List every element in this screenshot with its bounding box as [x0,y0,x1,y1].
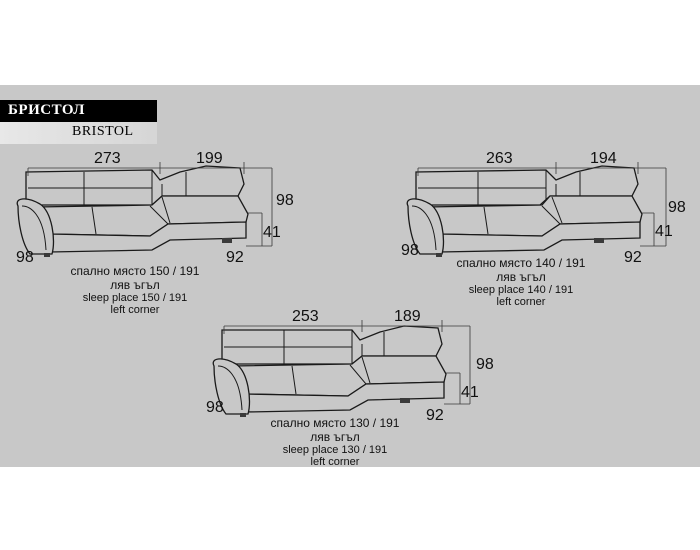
dim-seat-height-1: 41 [263,224,281,241]
caption-1-side-en: left corner [110,304,160,316]
dim-depth-right-1: 92 [226,249,244,266]
dim-depth-left-2: 98 [401,242,419,259]
dim-seat-height-2: 41 [655,223,673,240]
caption-2-side-bg: ляв ъгъл [496,270,546,284]
dim-seat-height-3: 41 [461,384,479,401]
sofa-drawing-3: 253 189 98 41 98 92 [206,308,494,424]
dim-width-short-3: 189 [394,308,421,325]
sofa-drawing-1: 273 199 98 41 98 92 [16,150,294,266]
dim-height-2: 98 [668,199,686,216]
title-latin: BRISTOL [72,124,134,139]
dim-height-1: 98 [276,192,294,209]
caption-2-bg: спално място 140 / 191 [456,256,586,270]
caption-3-side-en: left corner [310,456,360,468]
dim-depth-left-3: 98 [206,399,224,416]
caption-1: спално място 150 / 191 ляв ъгъл sleep pl… [40,264,230,316]
dim-depth-left-1: 98 [16,249,34,266]
caption-1-bg: спално място 150 / 191 [70,264,200,278]
dim-width-short-1: 199 [196,150,223,167]
caption-3-en: sleep place 130 / 191 [282,444,388,456]
caption-2-side-en: left corner [496,296,546,308]
dim-width-long-2: 263 [486,150,513,167]
caption-1-side-bg: ляв ъгъл [110,278,160,292]
dim-depth-right-2: 92 [624,249,642,266]
dim-width-long-3: 253 [292,308,319,325]
dim-height-3: 98 [476,356,494,373]
caption-3: спално място 130 / 191 ляв ъгъл sleep pl… [240,416,430,468]
dim-width-long-1: 273 [94,150,121,167]
title-band [0,100,157,122]
product-title: БРИСТОЛ BRISTOL [0,100,157,144]
sofa-drawing-2: 263 194 98 41 98 92 [401,150,686,266]
caption-3-side-bg: ляв ъгъл [310,430,360,444]
title-cyrillic: БРИСТОЛ [8,102,85,118]
caption-2-en: sleep place 140 / 191 [468,284,574,296]
dim-width-short-2: 194 [590,150,617,167]
caption-3-bg: спално място 130 / 191 [270,416,400,430]
dim-depth-right-3: 92 [426,407,444,424]
title-band-lower [0,122,157,144]
caption-2: спално място 140 / 191 ляв ъгъл sleep pl… [426,256,616,308]
caption-1-en: sleep place 150 / 191 [82,292,188,304]
